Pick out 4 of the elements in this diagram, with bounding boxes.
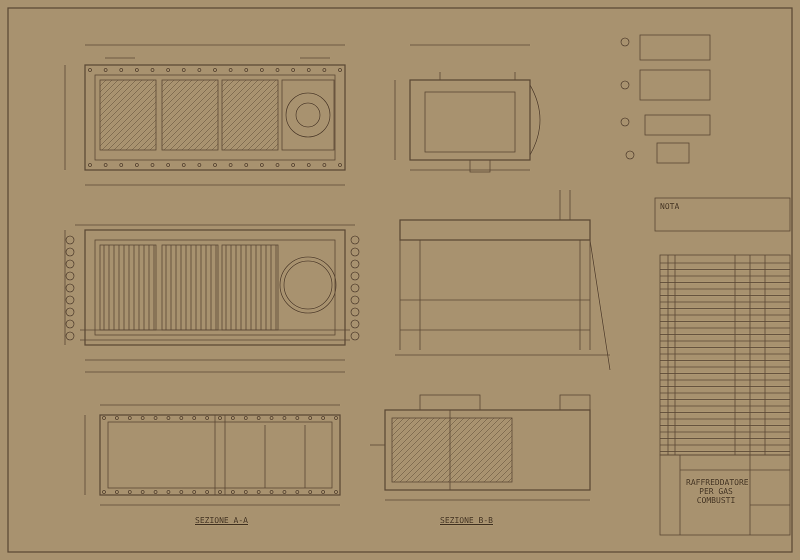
drawing-title: RAFFREDDATORE PER GAS COMBUSTI: [686, 478, 746, 505]
section-title: SEZIONE B-B: [440, 516, 494, 525]
note-heading: NOTA: [660, 202, 680, 211]
section-title: SEZIONE A-A: [195, 516, 249, 525]
